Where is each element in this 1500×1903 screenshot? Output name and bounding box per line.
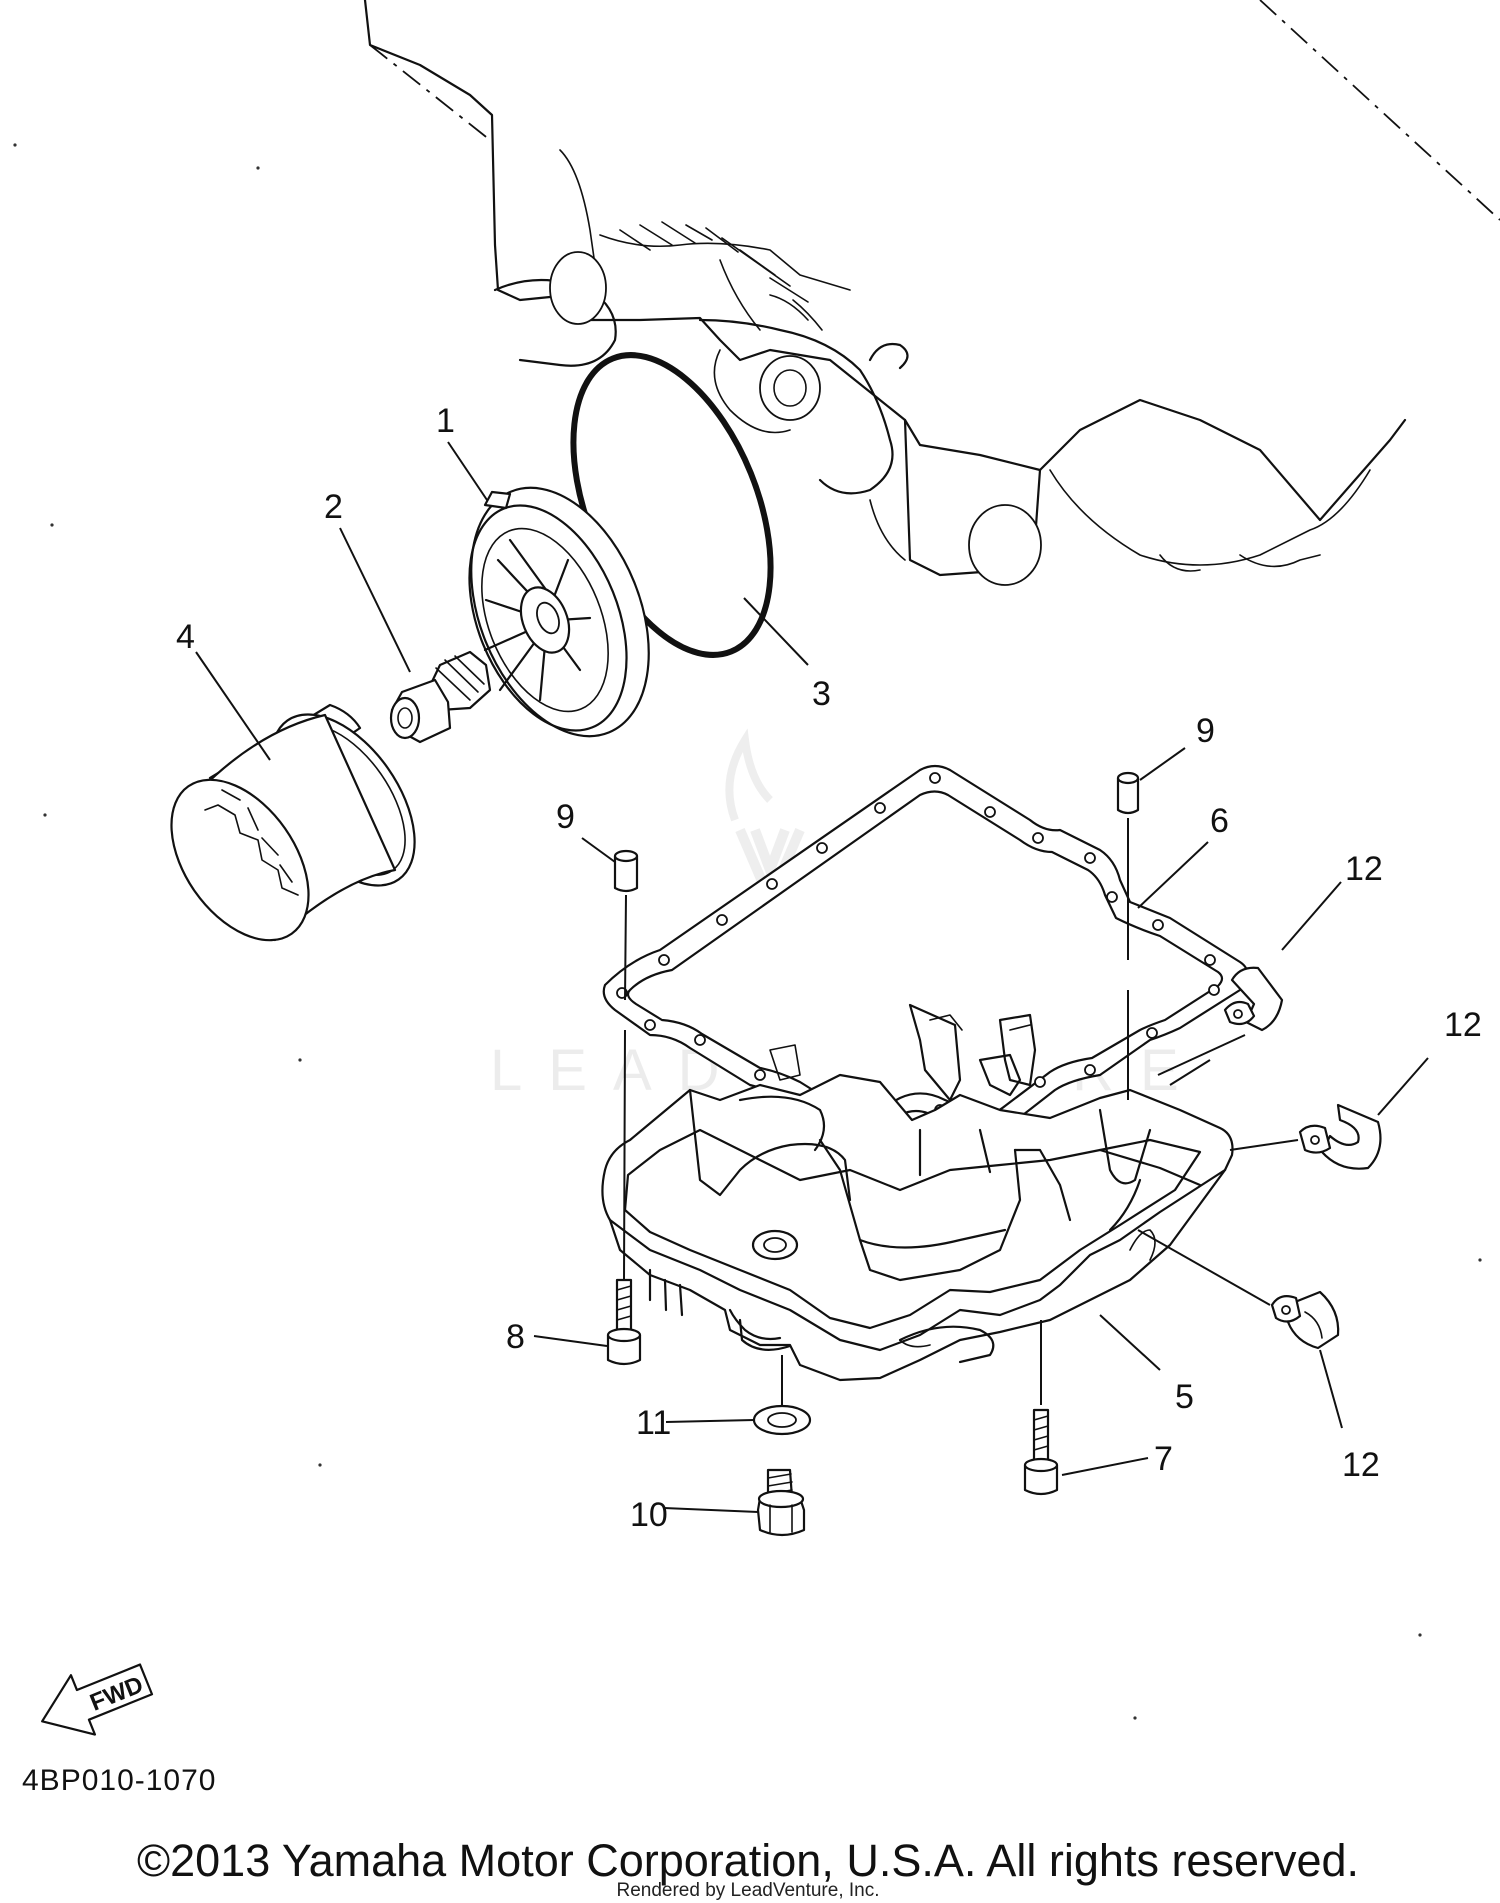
clamp-top bbox=[1223, 966, 1284, 1032]
crankcase-ribs bbox=[619, 221, 823, 331]
callout-12-bottom: 12 bbox=[1342, 1446, 1380, 1484]
callout-12-middle: 12 bbox=[1444, 1006, 1482, 1044]
callout-11: 11 bbox=[636, 1404, 671, 1442]
callouts: 1 2 3 4 5 6 7 8 9 9 10 11 12 12 12 bbox=[176, 402, 1482, 1534]
callout-9-right: 9 bbox=[1196, 712, 1215, 750]
callout-6: 6 bbox=[1210, 802, 1229, 840]
copyright-notice: ©2013 Yamaha Motor Corporation, U.S.A. A… bbox=[137, 1835, 1359, 1886]
crankcase-boss-hole-right bbox=[968, 504, 1042, 586]
union-bolt bbox=[389, 650, 492, 744]
callout-8: 8 bbox=[506, 1318, 525, 1356]
bolt-right bbox=[1023, 1408, 1059, 1496]
oil-pan bbox=[601, 1003, 1234, 1382]
dowel-pin-right bbox=[1116, 771, 1140, 815]
clamp-bottom bbox=[1270, 1290, 1340, 1350]
filter-mount-hole bbox=[759, 355, 821, 421]
callout-9-left: 9 bbox=[556, 798, 575, 836]
oil-filter-cartridge bbox=[170, 703, 416, 942]
engine-crankcase bbox=[363, 0, 1500, 586]
fwd-arrow: FWD bbox=[41, 1663, 154, 1736]
callout-2: 2 bbox=[324, 488, 343, 526]
oil-pan-gasket bbox=[602, 764, 1249, 1138]
bolt-left bbox=[606, 1278, 642, 1366]
callout-3: 3 bbox=[812, 675, 831, 713]
leader-lines bbox=[195, 441, 1429, 1513]
scan-dots bbox=[13, 143, 1482, 1720]
dowel-pin-left bbox=[613, 849, 639, 893]
callout-7: 7 bbox=[1154, 1440, 1173, 1478]
callout-12-top: 12 bbox=[1345, 850, 1383, 888]
drain-washer bbox=[752, 1404, 812, 1436]
callout-5: 5 bbox=[1175, 1378, 1194, 1416]
rendered-by-notice: Rendered by LeadVenture, Inc. bbox=[616, 1880, 879, 1901]
clamp-middle bbox=[1298, 1103, 1382, 1170]
oil-filter-cover bbox=[468, 486, 650, 738]
crankcase-boss-hole-left bbox=[549, 251, 607, 325]
drain-bolt bbox=[756, 1468, 806, 1537]
callout-4: 4 bbox=[176, 618, 195, 656]
diagram-code: 4BP010-1070 bbox=[22, 1764, 217, 1797]
callout-1: 1 bbox=[436, 402, 455, 440]
callout-10: 10 bbox=[630, 1496, 668, 1534]
